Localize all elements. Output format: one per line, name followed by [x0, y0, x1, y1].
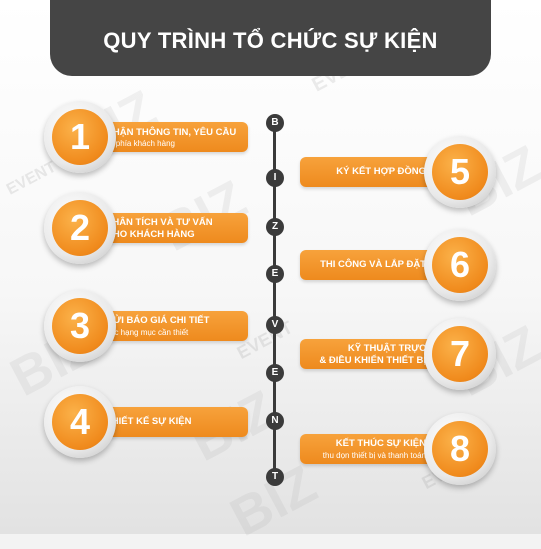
- timeline-letter: T: [266, 468, 284, 486]
- step-1-badge: 1: [44, 101, 116, 173]
- step-7-number: 7: [449, 333, 471, 374]
- step-6-badge: 6: [424, 229, 496, 301]
- timeline-letter: B: [266, 114, 284, 132]
- step-7-badge: 7: [424, 318, 496, 390]
- step-1-subtitle: từ phía khách hàng: [106, 139, 175, 148]
- page-title: QUY TRÌNH TỔ CHỨC SỰ KIỆN: [103, 28, 438, 53]
- step-1-title: NHẬN THÔNG TIN, YÊU CẦU: [106, 127, 237, 138]
- step-7-title: KỸ THUẬT TRỰC: [347, 343, 426, 354]
- step-2-subtitle: CHO KHÁCH HÀNG: [106, 229, 195, 240]
- step-2-badge: 2: [44, 192, 116, 264]
- step-4-badge: 4: [44, 386, 116, 458]
- step-8-badge: 8: [424, 413, 496, 485]
- timeline-line: [273, 125, 276, 477]
- step-5-title: KÝ KẾT HỢP ĐỒNG: [336, 166, 426, 177]
- step-7-subtitle: & ĐIỀU KHIỂN THIẾT BỊ: [319, 355, 426, 366]
- step-2-number: 2: [69, 207, 91, 248]
- step-4-title: THIẾT KẾ SỰ KIỆN: [106, 416, 192, 427]
- step-2-title: PHÂN TÍCH VÀ TƯ VẤN: [106, 217, 213, 228]
- header-banner: QUY TRÌNH TỔ CHỨC SỰ KIỆN: [50, 0, 491, 76]
- timeline-letter: Z: [266, 218, 284, 236]
- step-6-title: THI CÔNG VÀ LẮP ĐẶT: [320, 259, 426, 270]
- step-8-title: KẾT THÚC SỰ KIỆN: [335, 438, 426, 449]
- timeline-letter: V: [266, 316, 284, 334]
- step-6-number: 6: [449, 244, 471, 285]
- timeline-letter: E: [266, 265, 284, 283]
- step-4-number: 4: [69, 401, 91, 442]
- timeline-letter: N: [266, 412, 284, 430]
- step-8-number: 8: [449, 428, 471, 469]
- step-3-badge: 3: [44, 290, 116, 362]
- step-1-number: 1: [69, 116, 91, 157]
- timeline-letter: E: [266, 364, 284, 382]
- timeline-letter: I: [266, 169, 284, 187]
- step-3-subtitle: các hạng mục cần thiết: [106, 328, 189, 337]
- step-3-number: 3: [69, 305, 91, 346]
- step-5-number: 5: [449, 151, 471, 192]
- step-8-subtitle: thu dọn thiết bị và thanh toán: [322, 451, 426, 460]
- step-3-title: GỬI BÁO GIÁ CHI TIẾT: [106, 315, 210, 326]
- step-5-badge: 5: [424, 136, 496, 208]
